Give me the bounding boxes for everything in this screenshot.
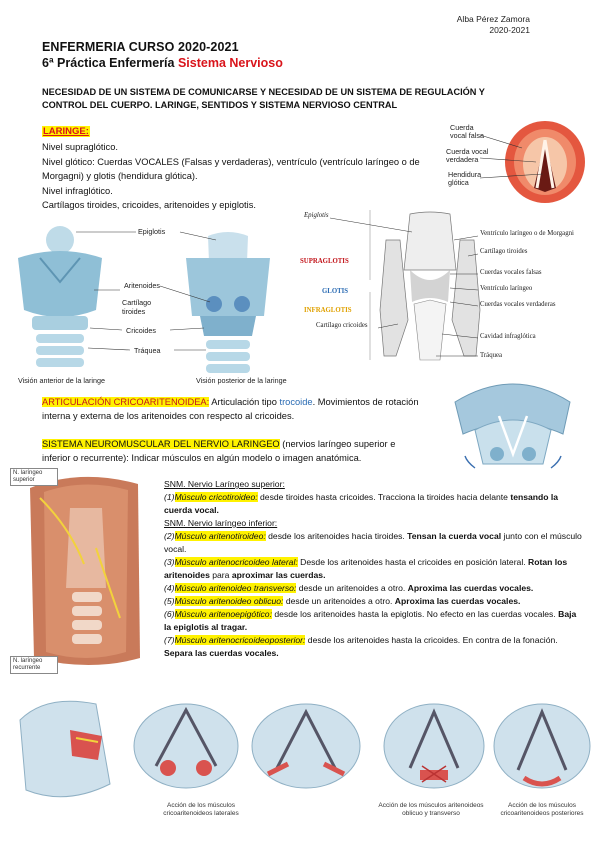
larynx-views-figure: Epiglotis Aritenoides Cartílago tiroides…: [10, 218, 310, 390]
laringe-line: Nivel glótico: Cuerdas VOCALES (Falsas y…: [42, 156, 420, 182]
laringe-title: LARINGE:: [42, 126, 90, 137]
larynx-section-illustration: [329, 210, 481, 361]
articulacion-title: ARTICULACIÓN CRICOARITENOIDEA:: [42, 397, 210, 407]
nerve-dissection-figure: N. laríngeo superior N. laríngeo recurre…: [10, 468, 160, 676]
side-glotis: GLOTIS: [322, 288, 349, 295]
vocal-cords-illustration: [479, 121, 585, 203]
section-label-epiglotis: Epiglotis: [304, 212, 329, 219]
author-name: Alba Pérez Zamora: [456, 14, 530, 24]
articulacion-text-pre: Articulación tipo: [209, 397, 280, 407]
muscle-name: Músculo aritenoepigótico:: [174, 609, 272, 619]
articulacion-type: trocoide: [279, 397, 313, 407]
subtitle-highlight: Sistema Nervioso: [177, 56, 283, 70]
section-label-falsas: Cuerdas vocales falsas: [480, 269, 542, 276]
author-year: 2020-2021: [489, 25, 530, 35]
larynx-section-figure: Epiglotis SUPRAGLOTIS GLOTIS INFRAGLOTIS…: [300, 210, 600, 370]
page-title: ENFERMERIA CURSO 2020-2021: [42, 40, 239, 54]
muscle-item: (2)Músculo aritenotiroideo: desde los ar…: [164, 531, 582, 554]
snm-inferior-heading: SNM. Nervio laríngeo inferior:: [164, 518, 278, 528]
caption-aritenoideos: Acción de los músculos aritenoideos obli…: [378, 802, 484, 817]
articulacion-text-post: . Movimientos de rotación interna y exte…: [42, 397, 419, 421]
caption-anterior: Visión anterior de la laringe: [18, 376, 105, 385]
muscle-item: (6)Músculo aritenoepigótico: desde los a…: [164, 609, 577, 632]
larynx-illustration: [18, 226, 270, 373]
sistema-paragraph: SISTEMA NEUROMUSCULAR DEL NERVIO LARINGE…: [42, 438, 412, 465]
label-hendidura: Hendidura glótica: [448, 170, 482, 187]
section-label-infraglotica: Cavidad infraglótica: [480, 333, 536, 340]
side-infraglotis: INFRAGLOTIS: [304, 307, 352, 314]
label-laringeo-superior: N. laríngeo superior: [10, 468, 58, 486]
muscle-item: (7)Músculo aritenocricoideoposterior: de…: [164, 635, 558, 658]
caption-cricoaritenoideos-posteriores: Acción de los músculos cricoaritenoideos…: [500, 802, 584, 817]
label-laringeo-recurrente: N. laríngeo recurrente: [10, 656, 58, 674]
cricoid-illustration: [454, 383, 571, 469]
muscle-actions-strip: Acción de los músculos cricoaritenoideos…: [6, 690, 594, 840]
muscle-actions-illustration: [19, 700, 591, 798]
muscle-name: Músculo aritenotiroideo:: [174, 531, 266, 541]
subtitle-prefix: 6ª Práctica Enfermería: [42, 56, 178, 70]
laringe-line: Nivel infraglótico.: [42, 185, 113, 196]
label-cricoides: Cricoides: [126, 326, 156, 335]
side-supraglotis: SUPRAGLOTIS: [300, 258, 349, 265]
label-epiglotis: Epiglotis: [138, 227, 166, 236]
section-label-traquea: Tráquea: [480, 352, 503, 359]
sistema-text: (nervios laríngeo superior e inferior o …: [42, 439, 396, 463]
laringe-line: Cartílagos tiroides, cricoides, aritenoi…: [42, 200, 256, 210]
section-label-cricoides: Cartílago cricoides: [316, 322, 368, 329]
label-cuerda-falsa: Cuerda vocal falsa: [450, 123, 484, 140]
caption-posterior: Visión posterior de la laringe: [196, 376, 287, 385]
intro-heading: NECESIDAD DE UN SISTEMA DE COMUNICARSE Y…: [42, 87, 485, 110]
muscle-name: Músculo aritenocricoideoposterior:: [174, 635, 306, 645]
laringe-line: Nivel supraglótico.: [42, 142, 118, 152]
section-label-verdaderas: Cuerdas vocales verdaderas: [480, 301, 556, 308]
vocal-cords-figure: Cuerda vocal falsa Cuerda vocal verdader…: [440, 118, 590, 208]
nerve-illustration: [30, 476, 140, 665]
muscle-name: Músculo cricotiroideo:: [174, 492, 258, 502]
section-label-morgagni: Ventrículo laríngeo o de Morgagni: [480, 230, 574, 237]
label-aritenoides: Aritenoides: [124, 281, 160, 290]
articulacion-paragraph: ARTICULACIÓN CRICOARITENOIDEA: Articulac…: [42, 396, 437, 423]
sistema-title: SISTEMA NEUROMUSCULAR DEL NERVIO LARINGE…: [42, 439, 280, 449]
muscle-name: Músculo aritenoideo oblicuo:: [174, 596, 284, 606]
caption-cricoaritenoideos-laterales: Acción de los músculos cricoaritenoideos…: [163, 802, 239, 817]
label-cartilago-tiroides: Cartílago tiroides: [122, 298, 152, 316]
cricoid-ring-figure: [445, 372, 580, 477]
page-subtitle: 6ª Práctica Enfermería Sistema Nervioso: [42, 56, 283, 70]
author-block: Alba Pérez Zamora 2020-2021: [457, 14, 530, 36]
muscle-name: Músculo aritenocricoideo lateral:: [174, 557, 298, 567]
section-label-tiroides: Cartílago tiroides: [480, 248, 528, 255]
muscle-item: (5)Músculo aritenoideo oblicuo: desde un…: [164, 596, 521, 606]
muscle-name: Músculo aritenoideo transverso:: [174, 583, 297, 593]
muscle-list: SNM. Nervio Laríngeo superior: (1)Múscul…: [164, 478, 584, 660]
muscle-item: (1)Músculo cricotiroideo: desde tiroides…: [164, 492, 559, 515]
snm-superior-heading: SNM. Nervio Laríngeo superior:: [164, 479, 285, 489]
label-traquea: Tráquea: [134, 346, 161, 355]
muscle-item: (4)Músculo aritenoideo transverso: desde…: [164, 583, 534, 593]
muscle-item: (3)Músculo aritenocricoideo lateral: Des…: [164, 557, 568, 580]
label-cuerda-verdadera: Cuerda vocal verdadera: [446, 147, 489, 164]
section-label-ventriculo: Ventrículo laríngeo: [480, 285, 533, 292]
laringe-body: Nivel supraglótico. Nivel glótico: Cuerd…: [42, 140, 437, 213]
